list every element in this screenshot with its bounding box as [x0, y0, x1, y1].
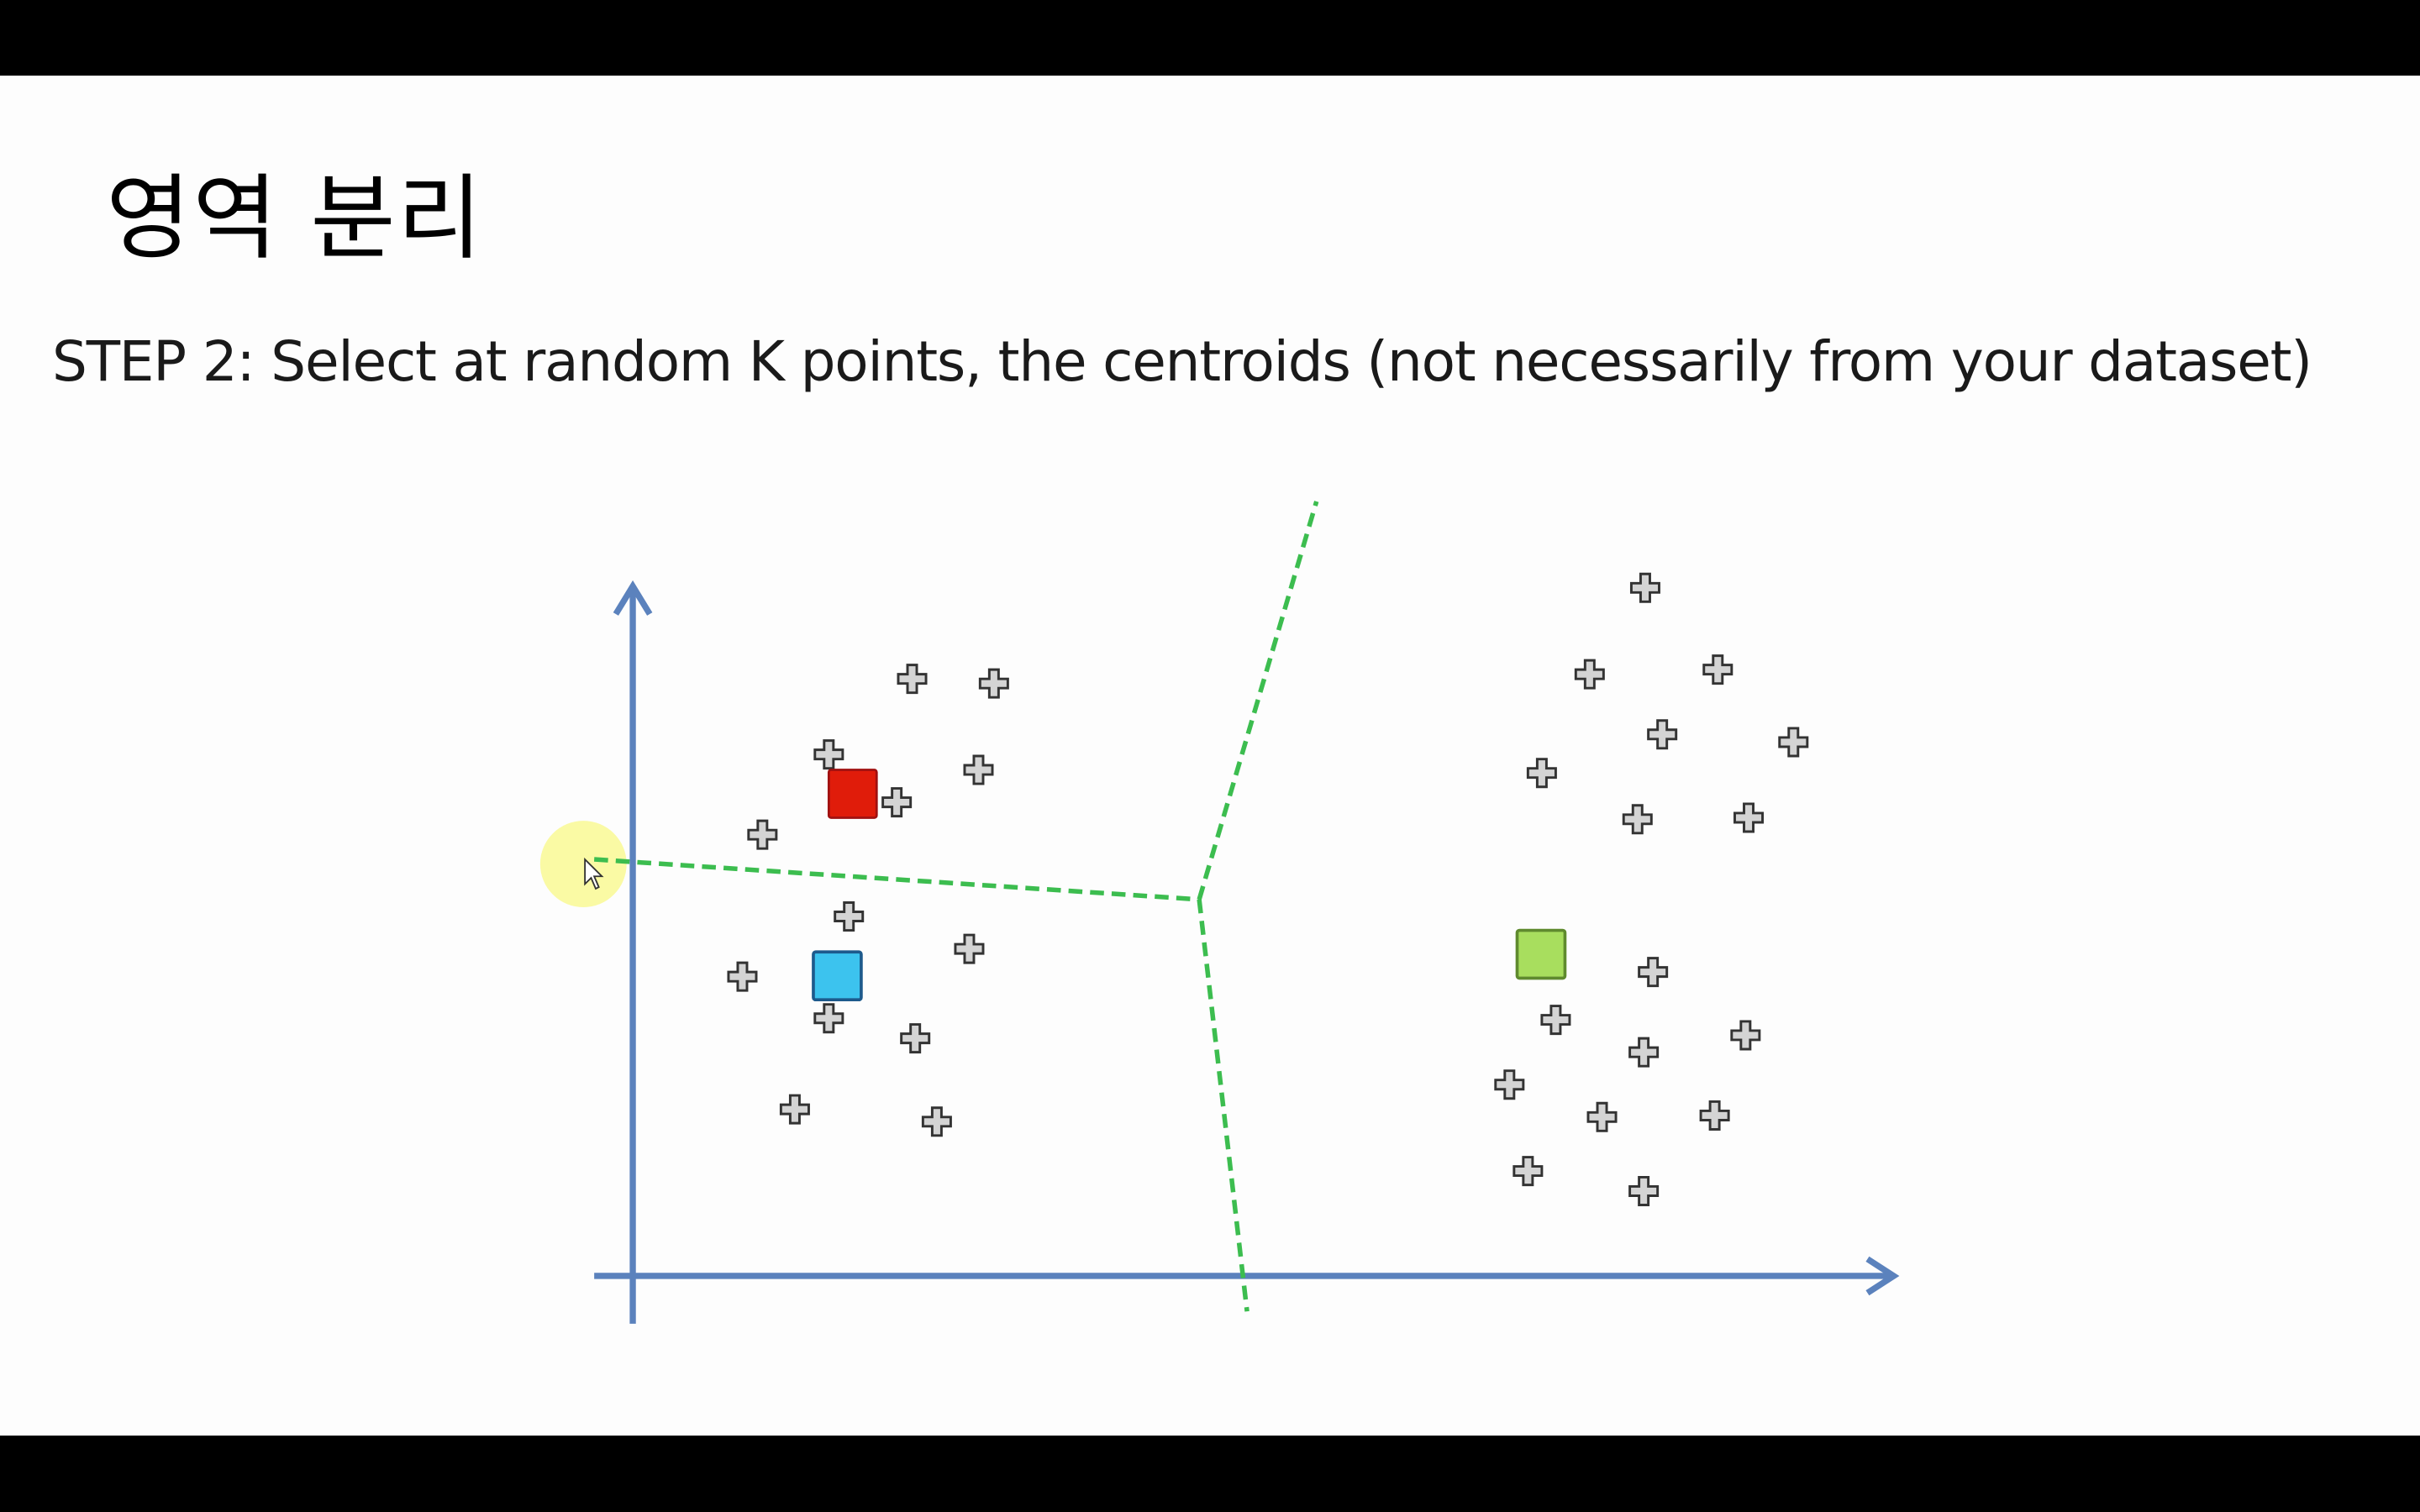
slide-title: 영역 분리 [106, 165, 484, 272]
mouse-cursor-icon [584, 857, 604, 890]
cursor-highlight [539, 821, 627, 907]
decision-boundaries [593, 501, 1319, 1312]
axes [594, 580, 1900, 1324]
bottom-letterbox [0, 1436, 2420, 1512]
blue-centroid [812, 950, 863, 1002]
red-centroid [827, 769, 878, 819]
green-centroid [1515, 928, 1567, 980]
slide-canvas [0, 76, 2420, 1436]
step-description: STEP 2: Select at random K points, the c… [52, 329, 2312, 394]
top-letterbox [0, 0, 2420, 76]
